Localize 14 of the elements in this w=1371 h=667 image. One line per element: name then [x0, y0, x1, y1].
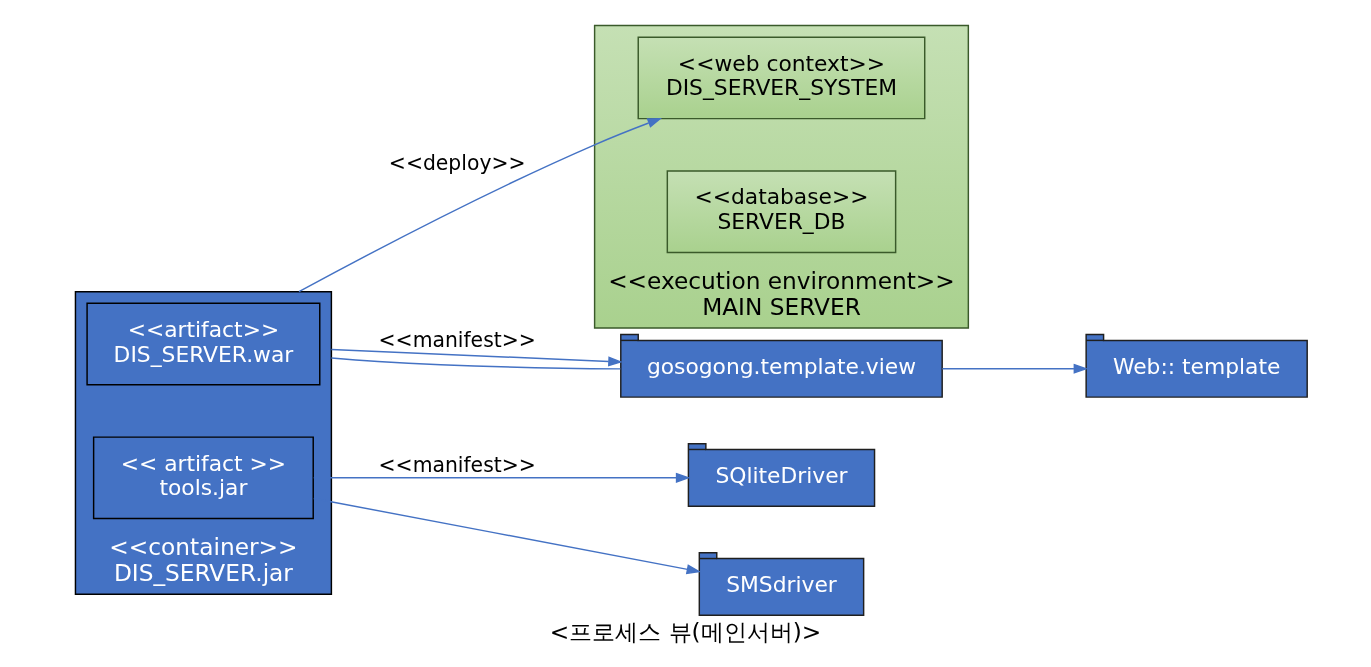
node-box: <<database>> SERVER_DB	[666, 170, 897, 254]
arrow	[330, 348, 623, 367]
edge-label: <<manifest>>	[378, 328, 536, 353]
edge-label: <<manifest>>	[378, 453, 536, 478]
connector	[330, 357, 622, 370]
arrow	[941, 363, 1089, 374]
edge-label: <<deploy>>	[388, 150, 526, 175]
arrow	[313, 472, 691, 483]
caption: <프로세스 뷰(메인서버)>	[549, 617, 822, 645]
arrow	[313, 497, 702, 575]
node-box: <<artifact>> DIS_SERVER.war	[86, 302, 321, 386]
arrow	[298, 117, 662, 293]
node-box: << artifact >> tools.jar	[92, 436, 314, 520]
node-box: <<web context>> DIS_SERVER_SYSTEM	[637, 36, 926, 120]
